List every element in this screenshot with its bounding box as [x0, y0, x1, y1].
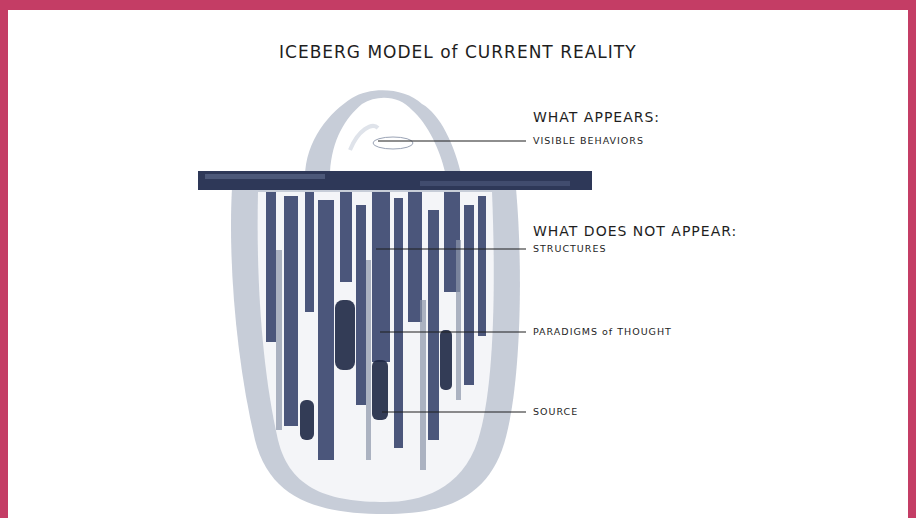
level-label: VISIBLE BEHAVIORS: [533, 135, 644, 147]
level-label: PARADIGMS of THOUGHT: [533, 326, 672, 338]
diagram-title: ICEBERG MODEL of CURRENT REALITY: [279, 42, 637, 62]
section-heading: WHAT DOES NOT APPEAR:: [533, 222, 737, 240]
level-label: STRUCTURES: [533, 243, 606, 255]
section-heading: WHAT APPEARS:: [533, 108, 660, 126]
level-label: SOURCE: [533, 406, 578, 418]
